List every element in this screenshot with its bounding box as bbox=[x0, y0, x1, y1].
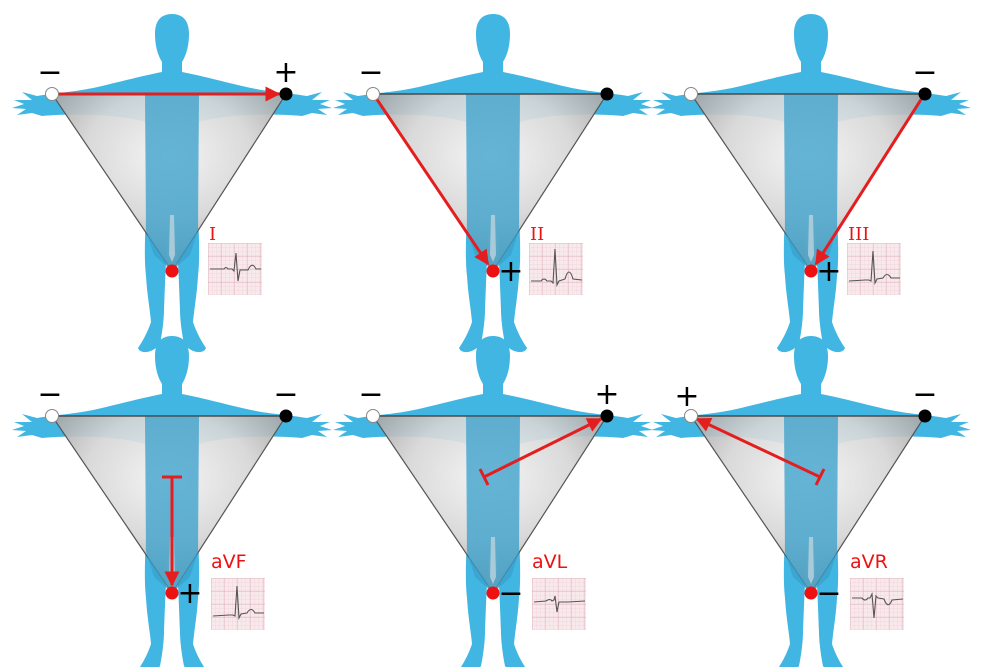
left-leg-electrode bbox=[165, 586, 179, 600]
leg-polarity-sign: − bbox=[816, 576, 841, 611]
ecg-trace bbox=[212, 585, 264, 621]
left-arm-polarity-sign: + bbox=[594, 377, 619, 412]
ecg-trace bbox=[531, 248, 583, 288]
right-arm-polarity-sign: − bbox=[358, 377, 383, 412]
left-arm-electrode bbox=[918, 409, 932, 423]
right-arm-electrode bbox=[45, 409, 59, 423]
ecg-trace bbox=[533, 595, 586, 613]
lead-label: II bbox=[530, 224, 544, 245]
lead-vector-arrow bbox=[483, 417, 603, 479]
torso-overlay bbox=[784, 416, 838, 593]
right-arm-polarity-sign: + bbox=[674, 379, 699, 414]
right-arm-electrode bbox=[366, 87, 380, 101]
panel-lead-I: − + I bbox=[12, 14, 332, 353]
lead-vector-arrow bbox=[814, 97, 924, 266]
panel-lead-III: − + III bbox=[651, 14, 971, 353]
ecg-strip bbox=[532, 578, 586, 630]
left-leg-electrode bbox=[165, 264, 179, 278]
ecg-strip bbox=[529, 243, 583, 295]
torso-overlay bbox=[466, 416, 520, 593]
lead-label: aVR bbox=[850, 551, 888, 573]
left-arm-polarity-sign: − bbox=[912, 377, 937, 412]
panel-lead-aVF: − − + aVF bbox=[12, 336, 332, 667]
left-arm-electrode bbox=[600, 87, 614, 101]
ecg-trace bbox=[852, 591, 904, 619]
leg-polarity-sign: − bbox=[498, 576, 523, 611]
lead-label: aVL bbox=[532, 551, 568, 573]
left-arm-electrode bbox=[279, 87, 293, 101]
ecg-strip bbox=[208, 243, 262, 295]
panel-lead-aVR: +−−aVR bbox=[651, 336, 971, 667]
left-arm-polarity-sign: + bbox=[273, 55, 298, 90]
lead-vector-arrow bbox=[695, 417, 821, 479]
torso-overlay bbox=[784, 94, 838, 271]
panel-lead-aVL: −+−aVL bbox=[333, 336, 653, 667]
right-arm-electrode bbox=[366, 409, 380, 423]
left-arm-polarity-sign: − bbox=[912, 55, 937, 90]
left-leg-electrode bbox=[804, 264, 818, 278]
left-arm-electrode bbox=[600, 409, 614, 423]
leg-polarity-sign: + bbox=[816, 254, 841, 289]
left-arm-polarity-sign: − bbox=[273, 377, 298, 412]
leg-polarity-sign: + bbox=[498, 254, 523, 289]
ecg-strip bbox=[850, 578, 904, 630]
ecg-strip bbox=[211, 578, 265, 630]
lead-label: aVF bbox=[211, 551, 247, 573]
leg-polarity-sign: + bbox=[177, 576, 202, 611]
right-arm-electrode bbox=[45, 87, 59, 101]
panel-lead-II: − + II bbox=[333, 14, 653, 353]
lead-label: I bbox=[209, 224, 216, 245]
right-arm-polarity-sign: − bbox=[358, 55, 383, 90]
ecg-trace bbox=[848, 250, 900, 286]
left-leg-electrode bbox=[486, 586, 500, 600]
torso-overlay bbox=[145, 94, 199, 271]
ecg-trace bbox=[210, 252, 261, 282]
left-leg-electrode bbox=[486, 264, 500, 278]
right-arm-polarity-sign: − bbox=[37, 55, 62, 90]
left-leg-electrode bbox=[804, 586, 818, 600]
lead-vector-arrow bbox=[374, 97, 490, 266]
left-arm-electrode bbox=[918, 87, 932, 101]
torso-overlay bbox=[466, 94, 520, 271]
right-arm-electrode bbox=[684, 409, 698, 423]
right-arm-electrode bbox=[684, 87, 698, 101]
ecg-strip bbox=[847, 243, 901, 295]
right-arm-polarity-sign: − bbox=[37, 377, 62, 412]
left-arm-electrode bbox=[279, 409, 293, 423]
lead-label: III bbox=[848, 224, 869, 245]
